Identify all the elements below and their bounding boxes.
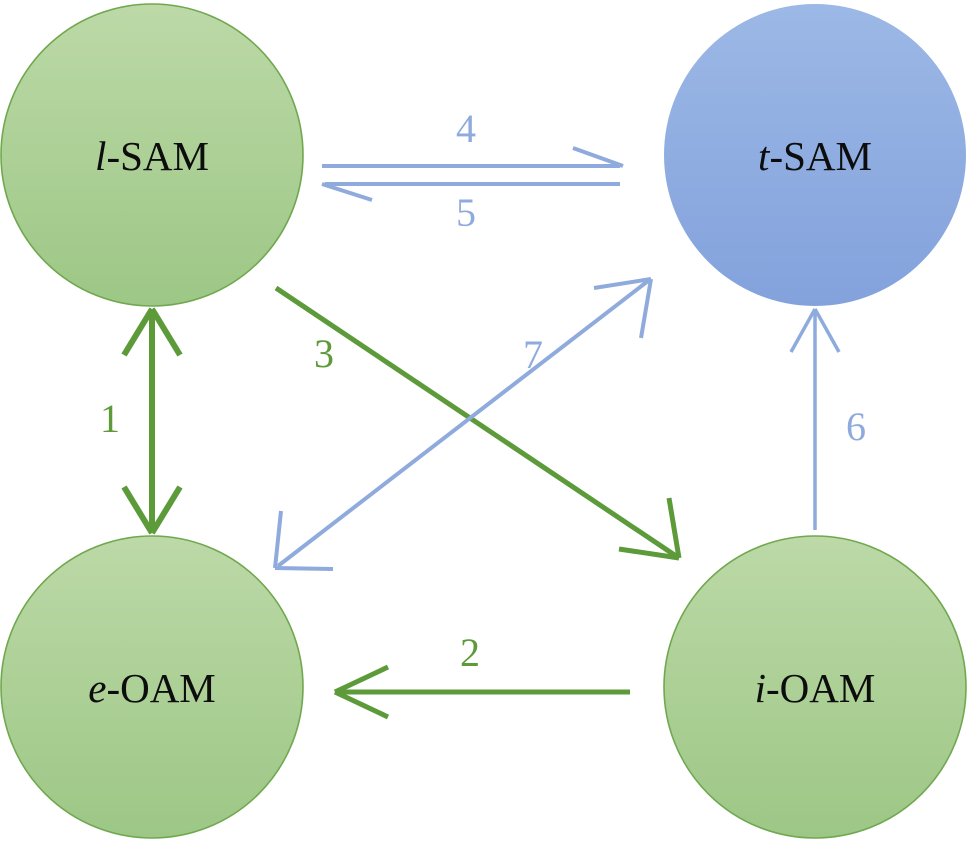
edge-4-label: 4 xyxy=(456,106,476,151)
node-label-t-sam: t-SAM xyxy=(758,133,872,179)
edge-2-label: 2 xyxy=(460,630,480,675)
edge-5-arrow xyxy=(321,182,620,202)
node-circle-l-sam[interactable] xyxy=(0,3,304,307)
node-label-t-sam-suffix: -SAM xyxy=(769,133,872,179)
node-label-l-sam-prefix: l xyxy=(95,133,106,179)
node-label-t-sam-prefix: t xyxy=(758,133,771,179)
node-circle-e-oam[interactable] xyxy=(0,535,304,839)
edge-3-label: 3 xyxy=(314,331,334,376)
node-circle-i-oam[interactable] xyxy=(663,535,967,839)
node-label-e-oam-suffix: -OAM xyxy=(106,665,215,711)
node-label-i-oam-prefix: i xyxy=(755,665,766,711)
edge-5-label: 5 xyxy=(456,190,476,235)
node-label-l-sam: l-SAM xyxy=(95,133,209,179)
edge-2-arrow xyxy=(333,664,630,720)
node-label-e-oam-prefix: e xyxy=(88,665,106,711)
node-label-l-sam-suffix: -SAM xyxy=(106,133,209,179)
node-label-e-oam: e-OAM xyxy=(88,665,216,711)
node-label-i-oam-suffix: -OAM xyxy=(766,665,875,711)
edge-3-arrow xyxy=(274,285,682,561)
edge-1-arrow xyxy=(121,307,183,535)
edge-1-label: 1 xyxy=(100,396,120,441)
node-label-i-oam: i-OAM xyxy=(755,665,876,711)
edge-7-arrow xyxy=(273,277,653,571)
node-circle-t-sam[interactable] xyxy=(664,4,966,306)
edge-7-label: 7 xyxy=(523,332,543,377)
edge-6-label: 6 xyxy=(846,404,866,449)
edge-6-arrow xyxy=(789,308,841,530)
edge-4-arrow xyxy=(322,146,624,168)
